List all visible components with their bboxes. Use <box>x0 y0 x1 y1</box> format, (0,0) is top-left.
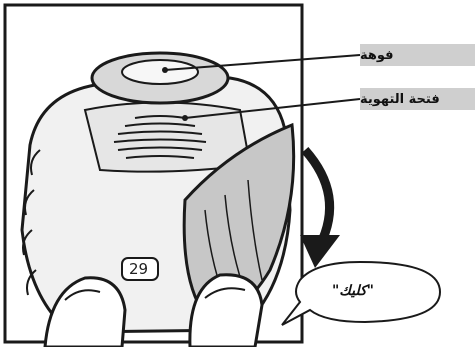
rotation-arrow <box>305 150 330 245</box>
mouthpiece-opening <box>122 60 198 84</box>
dose-counter-value: 29 <box>129 260 148 278</box>
click-sound-text: "كليك" <box>332 283 374 299</box>
mouthpiece-label: فوهة <box>360 44 475 66</box>
vent-label: فتحة التهوية <box>360 88 475 110</box>
mouthpiece-leader-dot <box>162 67 168 73</box>
vent-leader-dot <box>182 115 188 121</box>
